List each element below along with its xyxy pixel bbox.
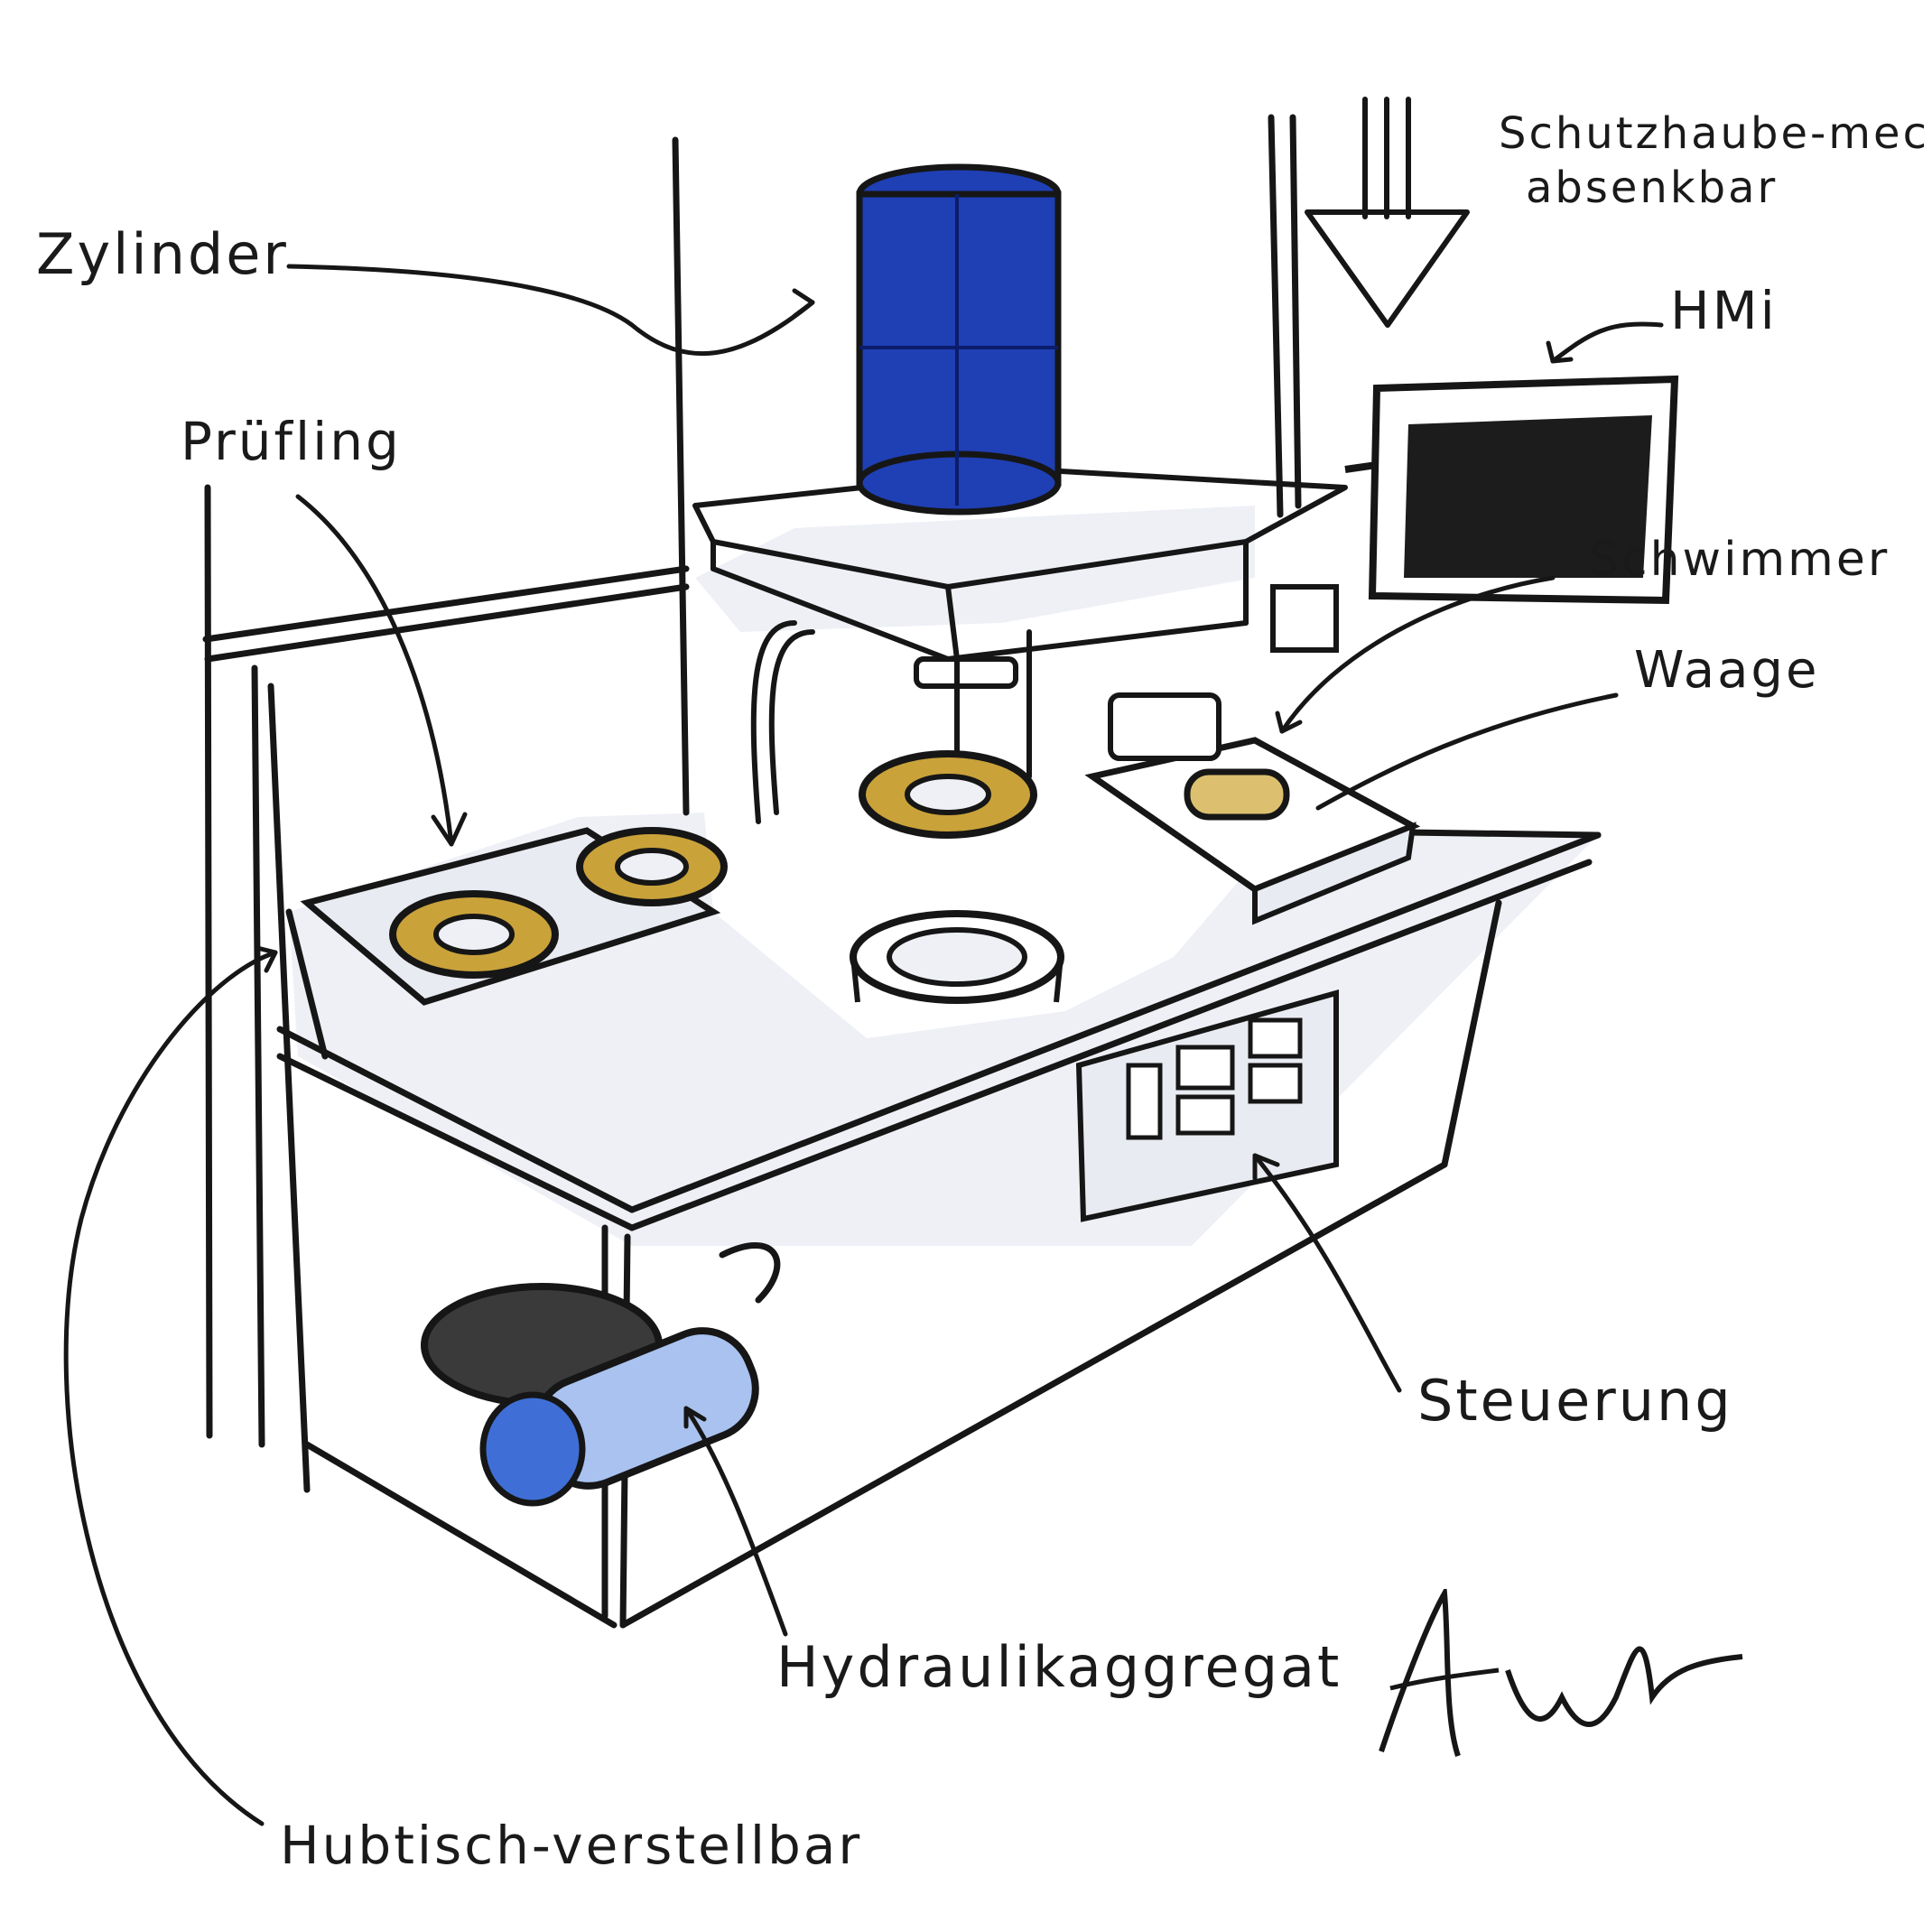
scale-and-float (1084, 692, 1421, 925)
signature (1379, 1589, 1743, 1757)
label-steuerung: Steuerung (1417, 1368, 1733, 1434)
hmi-screen (1270, 375, 1679, 653)
hydraulic-unit (421, 1242, 781, 1507)
leader-lines (63, 264, 1664, 1826)
label-schutzhaube-line1: Schutzhaube-mech. (1499, 108, 1932, 159)
press-frame (692, 467, 1348, 824)
label-schutzhaube-line2: absenkbar (1526, 163, 1779, 213)
label-hubtisch: Hubtisch-verstellbar (280, 1815, 863, 1876)
label-schwimmer: Schwimmer (1589, 533, 1890, 587)
protective-hood-arrow (1305, 97, 1470, 328)
label-zylinder: Zylinder (36, 221, 289, 287)
label-waage: Waage (1634, 641, 1820, 700)
label-pruefling: Prüfling (181, 411, 402, 472)
cylinder-shape (856, 163, 1062, 516)
label-hydraulikaggregat: Hydraulikaggregat (776, 1634, 1342, 1700)
test-piece-rings (300, 750, 1064, 1006)
frame-structure (202, 114, 1602, 1629)
label-hmi: HMi (1670, 280, 1778, 341)
